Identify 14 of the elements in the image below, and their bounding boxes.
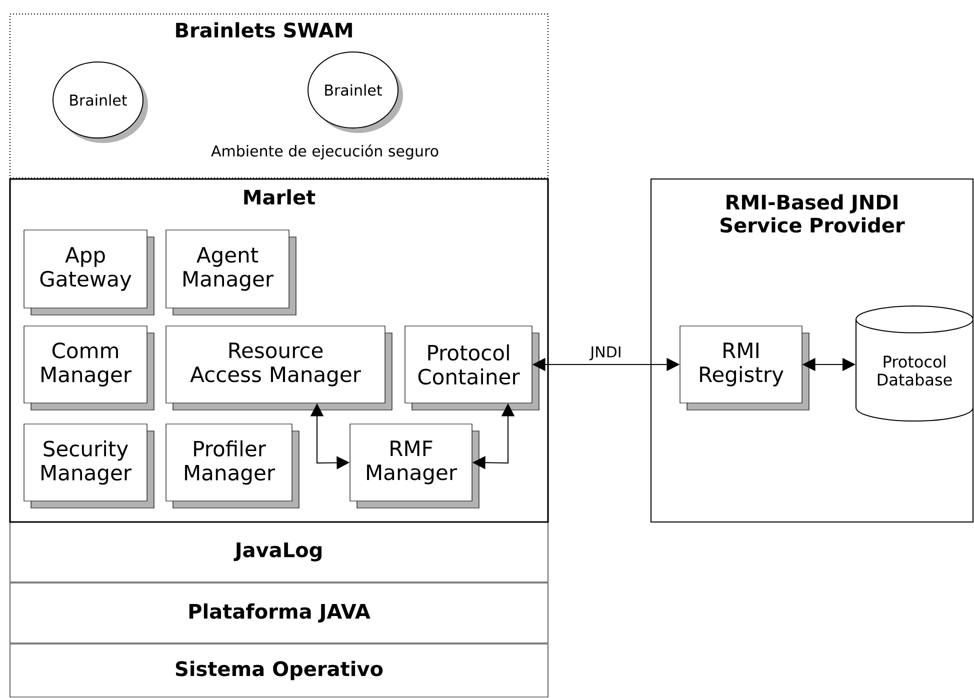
module-box: Resource Access Manager: [166, 326, 392, 410]
layer-band: JavaLog: [10, 522, 548, 582]
layer-band: Sistema Operativo: [10, 644, 548, 698]
module-box: RMF Manager: [350, 424, 480, 508]
module-box: Protocol Container: [404, 326, 540, 410]
module-box: Agent Manager: [166, 230, 296, 316]
edge-label: JNDI: [589, 345, 623, 362]
module-box: App Gateway: [24, 230, 154, 316]
module-box: Security Manager: [24, 424, 154, 508]
module-box: RMI Registry: [680, 326, 810, 410]
module-box: Comm Manager: [24, 326, 154, 410]
layer-band: Plataforma JAVA: [10, 582, 548, 644]
database-cylinder: Protocol Database: [856, 306, 974, 422]
module-box: Profiler Manager: [166, 424, 300, 508]
